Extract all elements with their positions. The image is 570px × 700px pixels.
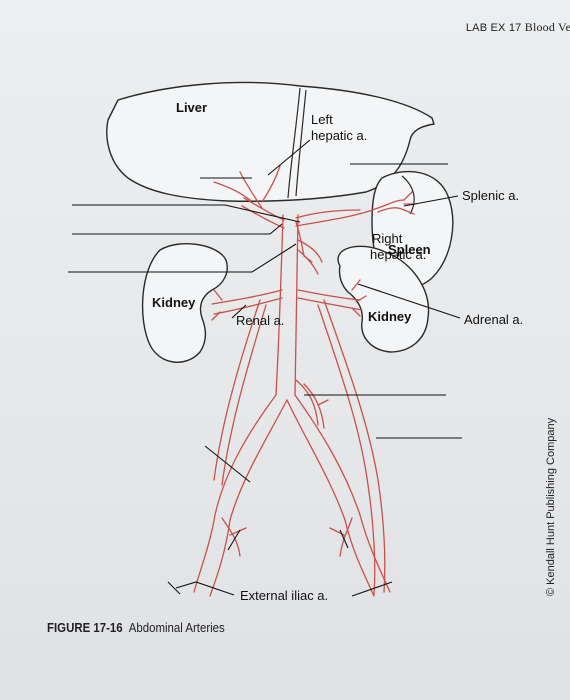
section-title: Blood Ves	[524, 20, 570, 34]
label-renal: Renal a.	[236, 313, 284, 328]
left-common-iliac-outer	[214, 394, 277, 516]
left-common-iliac-inner	[229, 399, 288, 521]
spleen-hilum	[401, 175, 415, 215]
label-left-hepatic-line2: hepatic a.	[311, 128, 367, 143]
blank-line-hepatic	[72, 223, 283, 235]
leader-left-hepatic	[267, 139, 311, 176]
copyright-notice: © Kendall Hunt Publishing Company	[545, 417, 557, 596]
label-spleen: Spleen	[388, 242, 431, 257]
leader-renal	[231, 304, 247, 319]
right-common-iliac-inner	[286, 399, 346, 521]
label-right-hepatic-line2: hepatic a.	[370, 247, 426, 262]
liver-outline	[106, 81, 435, 202]
left-adrenal-branches	[211, 289, 223, 321]
right-renal-a	[297, 289, 363, 311]
right-common-iliac-outer	[294, 394, 361, 516]
right-lateral-vessel-inner	[317, 304, 376, 596]
label-leaders	[167, 139, 461, 596]
splenic-a	[295, 199, 405, 227]
right-external-iliac-b	[344, 519, 375, 597]
abdominal-aorta-left-wall	[275, 214, 284, 396]
kidney-right	[337, 245, 430, 353]
blank-line-sup-mesenteric	[68, 243, 297, 273]
inferior-mesenteric-a	[295, 379, 329, 429]
blank-line-celiac	[72, 204, 301, 223]
hepatic-branches	[213, 165, 281, 209]
label-kidney-left: Kidney	[152, 295, 196, 310]
label-liver: Liver	[176, 100, 207, 115]
figure-title: Abdominal Arteries	[128, 620, 225, 635]
right-internal-iliac	[329, 517, 353, 557]
blank-line-common-iliac	[204, 445, 251, 483]
right-adrenal-branches	[351, 279, 367, 317]
label-right-hepatic-line1: Right	[372, 231, 403, 246]
lab-number: LAB EX 17	[465, 22, 522, 34]
label-left-hepatic-line1: Left	[311, 112, 333, 127]
label-adrenal: Adrenal a.	[464, 312, 523, 327]
leader-splenic	[403, 195, 459, 207]
abdominal-aorta-right-wall	[294, 214, 299, 396]
left-external-iliac-b	[209, 519, 231, 597]
leader-adrenal	[357, 283, 461, 319]
blank-line-ext-iliac-right	[351, 581, 393, 597]
liver	[106, 81, 435, 202]
label-splenic: Splenic a.	[462, 188, 519, 203]
page-header: LAB EX 17 Blood Ves	[466, 20, 570, 35]
label-kidney-right: Kidney	[368, 309, 412, 324]
leader-external-iliac	[175, 581, 235, 596]
left-internal-iliac	[221, 517, 247, 557]
right-lateral-vessel	[323, 299, 386, 593]
superior-mesenteric-a	[297, 239, 323, 275]
liver-ligament	[287, 87, 301, 199]
leader-external-iliac-tick	[167, 581, 181, 595]
figure-number: FIGURE 17-16	[47, 620, 123, 635]
arteries	[193, 165, 417, 597]
celiac-trunk	[295, 209, 361, 219]
left-renal-a	[211, 289, 283, 315]
blank-line-internal-iliac-right	[339, 529, 349, 549]
figure-caption: FIGURE 17-16 Abdominal Arteries	[47, 620, 225, 635]
blank-line-internal-iliac	[227, 529, 241, 551]
left-lateral-vessel	[213, 299, 261, 481]
label-external-iliac: External iliac a.	[240, 588, 328, 603]
common-hepatic-a	[241, 197, 285, 229]
blank-label-lines	[68, 163, 462, 597]
left-lateral-vessel-inner	[221, 304, 267, 486]
kidney-left	[141, 243, 228, 363]
left-external-iliac-a	[193, 514, 216, 593]
